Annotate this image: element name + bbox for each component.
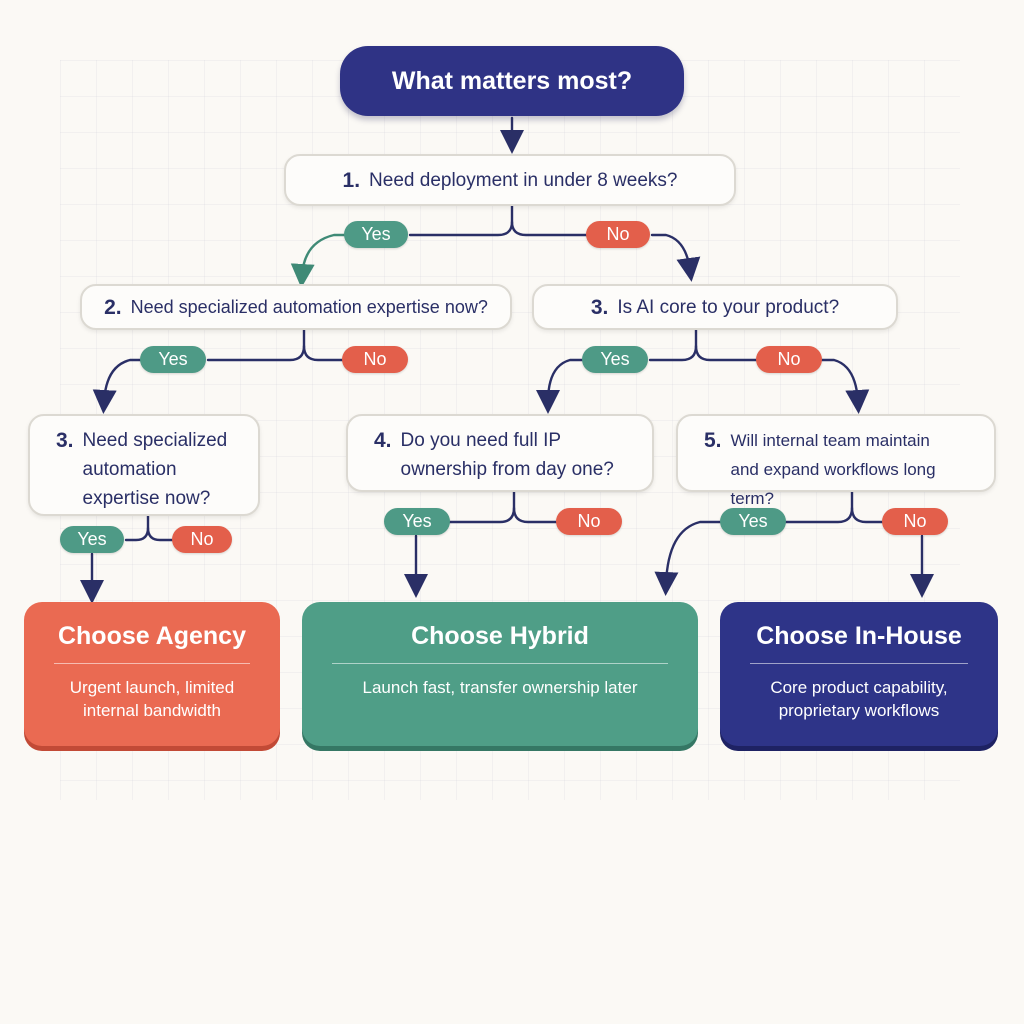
outcome-description: Urgent launch, limited internal bandwidt…	[69, 678, 235, 720]
question-number: 3.	[590, 295, 609, 319]
question-1: 1. Need deployment in under 8 weeks?	[284, 154, 736, 206]
connector-q1-no	[510, 220, 590, 237]
connector-q3-no-arrow	[820, 358, 870, 414]
outcome-title: Choose In-House	[756, 622, 962, 650]
connector-q1-split	[408, 204, 514, 237]
question-line: expertise now?	[82, 488, 211, 509]
question-text: Is AI core to your product?	[617, 296, 840, 318]
outcome-in-house: Choose In-House Core product capability,…	[720, 602, 998, 746]
connector-q2-no	[302, 344, 346, 362]
q1-yes-label: Yes	[344, 221, 408, 248]
connector-q4-split	[444, 490, 516, 524]
connector-q3-split	[648, 328, 698, 362]
question-text: Will internal team maintain and expand w…	[731, 426, 972, 513]
connector-q5-yes-arrow	[654, 520, 722, 596]
connector-q1-yes-arrow	[290, 233, 346, 288]
q2-no-label: No	[342, 346, 408, 373]
question-text: Need specialized automation expertise no…	[130, 296, 488, 317]
question-line: automation	[82, 459, 177, 480]
q3-yes-label: Yes	[582, 346, 648, 373]
question-number: 3.	[56, 429, 74, 452]
question-number: 4.	[374, 429, 392, 452]
q3b-no-label: No	[172, 526, 232, 553]
question-line: Need specialized	[82, 430, 228, 451]
question-3-expertise: 3. Need specialized automation expertise…	[28, 414, 260, 516]
question-2: 2. Need specialized automation expertise…	[80, 284, 512, 330]
question-4: 4. Do you need full IP ownership from da…	[346, 414, 654, 492]
outcome-divider	[332, 663, 668, 664]
question-text: Need specialized automation expertise no…	[83, 426, 228, 513]
outcome-description: Core product capability, proprietary wor…	[770, 678, 948, 720]
connector-q2-yes-arrow	[92, 358, 144, 414]
connector-q3b-no	[146, 526, 174, 542]
q5-yes-label: Yes	[720, 508, 786, 535]
q2-yes-label: Yes	[140, 346, 206, 373]
outcome-hybrid: Choose Hybrid Launch fast, transfer owne…	[302, 602, 698, 746]
connector-q3b-split	[124, 514, 150, 542]
question-line: Will internal team maintain	[730, 431, 930, 450]
connector-q4-no	[512, 506, 558, 524]
outcome-title: Choose Agency	[57, 622, 246, 650]
start-label: What matters most?	[391, 66, 633, 95]
q3-no-label: No	[756, 346, 822, 373]
question-5: 5. Will internal team maintain and expan…	[676, 414, 996, 508]
q3b-yes-label: Yes	[60, 526, 124, 553]
question-number: 5.	[704, 429, 722, 452]
outcome-agency: Choose Agency Urgent launch, limited int…	[24, 602, 280, 746]
connector-q2-split	[206, 328, 306, 362]
start-node: What matters most?	[340, 46, 684, 116]
question-text: Need deployment in under 8 weeks?	[369, 169, 678, 191]
outcome-title: Choose Hybrid	[411, 622, 589, 650]
q4-no-label: No	[556, 508, 622, 535]
outcome-divider	[54, 663, 250, 664]
question-line: and expand workflows long term?	[730, 460, 936, 508]
question-text: Do you need full IP ownership from day o…	[401, 426, 614, 484]
q1-no-label: No	[586, 221, 650, 248]
connector-q1-no-arrow	[650, 233, 701, 282]
connector-q3-yes-arrow	[536, 358, 584, 414]
q4-yes-label: Yes	[384, 508, 450, 535]
outcome-divider	[750, 663, 968, 664]
question-3-ai-core: 3. Is AI core to your product?	[532, 284, 898, 330]
outcome-description: Launch fast, transfer ownership later	[362, 678, 638, 697]
question-number: 1.	[342, 168, 361, 192]
question-line: Do you need full IP	[400, 430, 562, 451]
question-line: ownership from day one?	[400, 459, 614, 480]
question-number: 2.	[104, 295, 122, 319]
connector-q5-no	[850, 506, 884, 524]
connector-q3-no	[694, 344, 758, 362]
q5-no-label: No	[882, 508, 948, 535]
